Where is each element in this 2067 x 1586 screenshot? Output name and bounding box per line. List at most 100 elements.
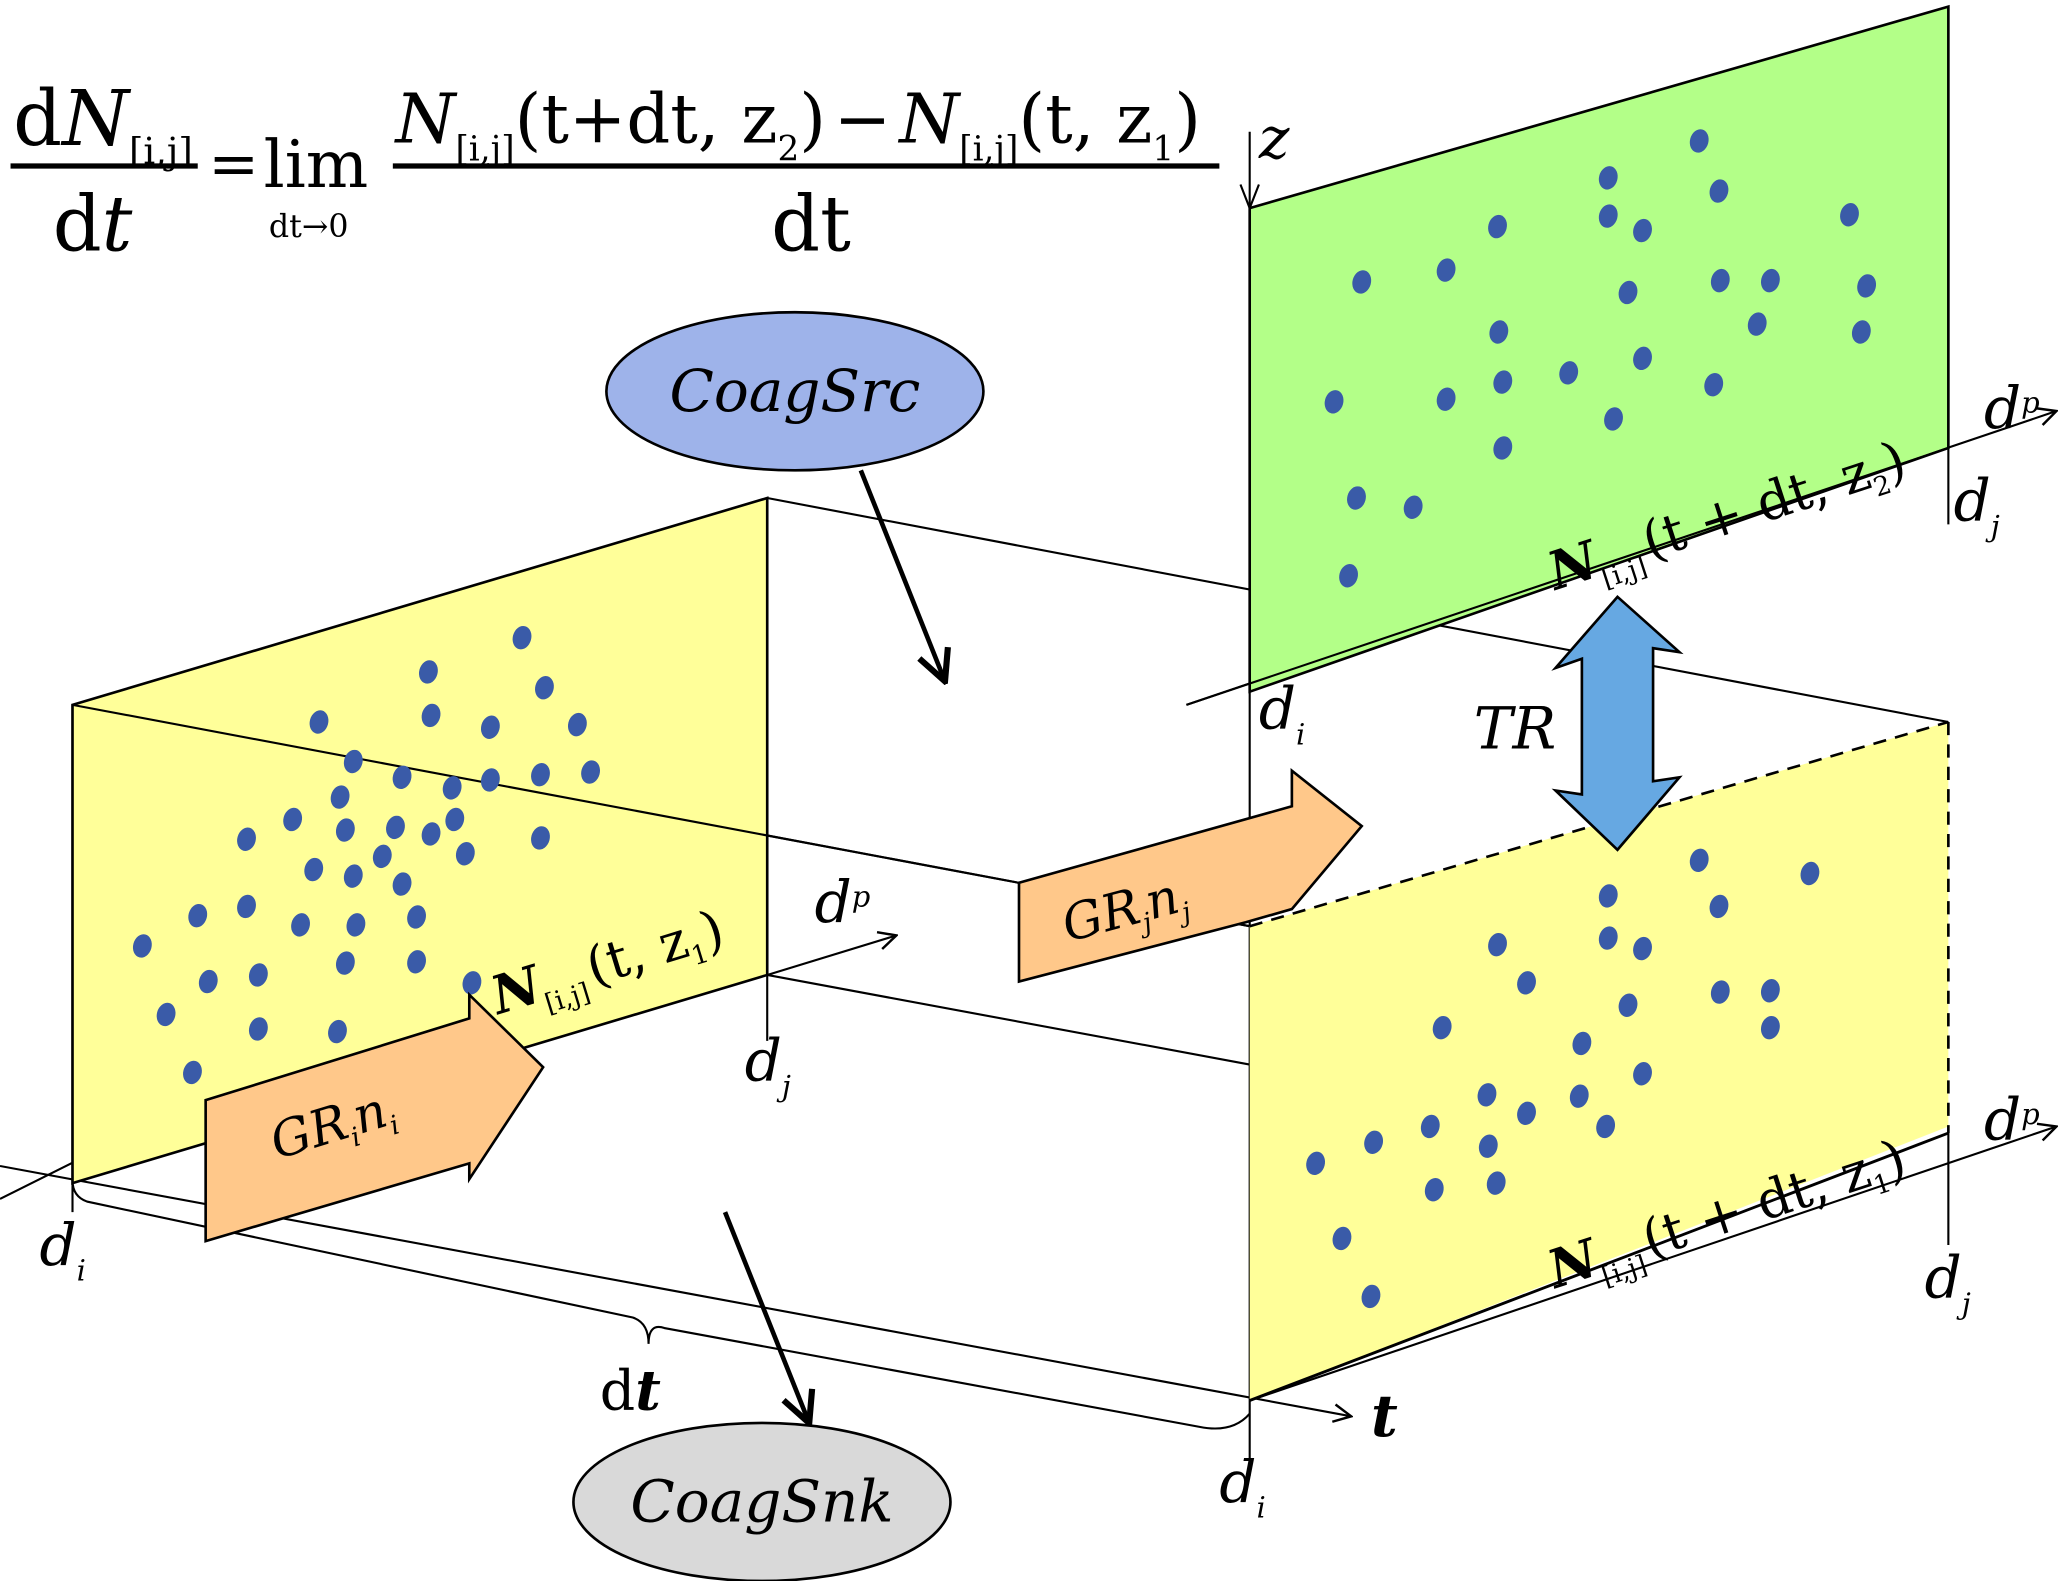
growth-arrow-j: GRjnj	[1017, 768, 1364, 984]
particle-dot	[1486, 1171, 1506, 1195]
particle-dot	[1747, 312, 1767, 336]
particle-dot	[188, 903, 208, 928]
particles-right	[1306, 848, 1820, 1309]
particle-dot	[1710, 268, 1730, 293]
particle-dot	[1618, 993, 1638, 1017]
particle-dot	[1633, 936, 1652, 961]
particle-dot	[1760, 1015, 1780, 1040]
gr-j-arrow-shape	[1017, 768, 1364, 984]
particle-dot	[581, 760, 600, 784]
dp-axis-right-lower[interactable]	[1249, 1126, 2057, 1402]
particle-dot	[531, 826, 550, 850]
particle-dot	[392, 872, 412, 896]
dp-label-green: dp	[1984, 374, 2040, 442]
particle-dot	[407, 905, 426, 929]
green-baseline	[1186, 446, 1949, 706]
dp-label-left: dp	[815, 868, 871, 936]
dj-label-green: dj	[1954, 466, 2000, 543]
particle-dot	[198, 969, 218, 994]
particle-dot	[1488, 214, 1507, 239]
right-yellow-bottom-edge	[1249, 1131, 1949, 1402]
particle-dot	[1851, 320, 1871, 344]
particle-dot	[156, 1002, 176, 1027]
particle-dot	[283, 807, 303, 832]
particle-dot	[1339, 564, 1358, 588]
particle-dot	[407, 950, 426, 974]
particle-dot	[1432, 1015, 1452, 1040]
tr-double-arrow	[1551, 594, 1684, 852]
particle-dot	[343, 864, 363, 888]
tr-label: TR	[1474, 694, 1556, 762]
particle-dot	[1403, 495, 1423, 519]
particle-dot	[1618, 280, 1638, 305]
dt-brace	[71, 1180, 1251, 1430]
particle-dot	[1572, 1031, 1592, 1056]
particle-dot	[1598, 926, 1618, 950]
particle-dot	[1689, 129, 1709, 153]
z-axis-label: z	[1258, 104, 1290, 172]
particle-dot	[330, 785, 350, 809]
axis-labels: z t dt dp dp dp di di di dj dj dj	[40, 104, 2040, 1525]
growth-arrow-i: GRini	[204, 991, 545, 1243]
particle-dot	[1840, 203, 1859, 227]
panel-t-z1: N[i,j](t, z1)	[71, 496, 1250, 1185]
particle-dot	[1493, 436, 1513, 460]
particle-dot	[248, 1017, 268, 1041]
particle-dot	[1569, 1084, 1589, 1108]
equals-sign: =	[208, 129, 259, 199]
particle-dot	[1633, 1062, 1652, 1086]
particle-dot	[1489, 320, 1509, 344]
particle-dot	[1493, 370, 1513, 394]
particles-left	[132, 625, 600, 1085]
particle-dot	[335, 951, 355, 975]
lim-subscript: dt→0	[269, 209, 349, 245]
panel-t-dt-z2: N[i,j](t + dt, z2)	[1186, 4, 1950, 706]
particle-dot	[1598, 166, 1618, 190]
particle-dot	[421, 822, 441, 846]
particle-dot	[328, 1019, 347, 1044]
left-dp-axis-tail	[0, 1158, 80, 1200]
particles-green	[1324, 129, 1877, 588]
particle-dot	[1332, 1226, 1352, 1251]
particle-dot	[1436, 258, 1456, 282]
coag-snk-arrow	[722, 1211, 808, 1420]
di-label-bottom: di	[1219, 1448, 1265, 1525]
particle-dot	[1709, 894, 1729, 919]
t-axis[interactable]	[0, 1164, 1351, 1416]
coag-sink: CoagSnk	[572, 1211, 952, 1583]
particle-dot	[1604, 407, 1623, 431]
particle-dot	[1517, 971, 1536, 995]
particle-dot	[445, 807, 465, 832]
particle-dot	[1436, 387, 1456, 411]
rhs-numerator: N[i,j](t+dt, z2)−N[i,j](t, z1)	[393, 79, 1200, 169]
gr-i-arrow-shape	[204, 991, 545, 1243]
particle-dot	[335, 818, 355, 842]
particle-dot	[1598, 204, 1618, 228]
particle-dot	[343, 749, 363, 774]
particle-dot	[480, 715, 500, 739]
particle-dot	[1559, 361, 1579, 385]
particle-dot	[419, 660, 438, 684]
particle-dot	[1596, 1114, 1616, 1139]
particle-dot	[1420, 1114, 1440, 1139]
dp-axis-left[interactable]	[766, 935, 896, 976]
plane-right-yellow	[1249, 721, 1949, 1401]
particle-dot	[1306, 1151, 1326, 1176]
lhs-denominator: dt	[53, 180, 133, 269]
particle-dot	[132, 934, 152, 958]
coag-source: CoagSrc	[605, 310, 985, 678]
transport-arrow: TR	[1474, 594, 1684, 852]
dj-label-left: dj	[745, 1026, 791, 1103]
particle-dot	[309, 710, 329, 734]
particle-dot	[1710, 980, 1730, 1004]
particle-dot	[1347, 486, 1366, 510]
particle-dot	[1488, 932, 1507, 957]
particle-dot	[1478, 1134, 1498, 1158]
particle-dot	[386, 815, 405, 840]
particle-dot	[535, 676, 554, 700]
particle-dot	[372, 844, 392, 869]
particle-dot	[455, 842, 475, 866]
particle-dot	[1364, 1130, 1384, 1154]
particle-dot	[462, 971, 482, 995]
